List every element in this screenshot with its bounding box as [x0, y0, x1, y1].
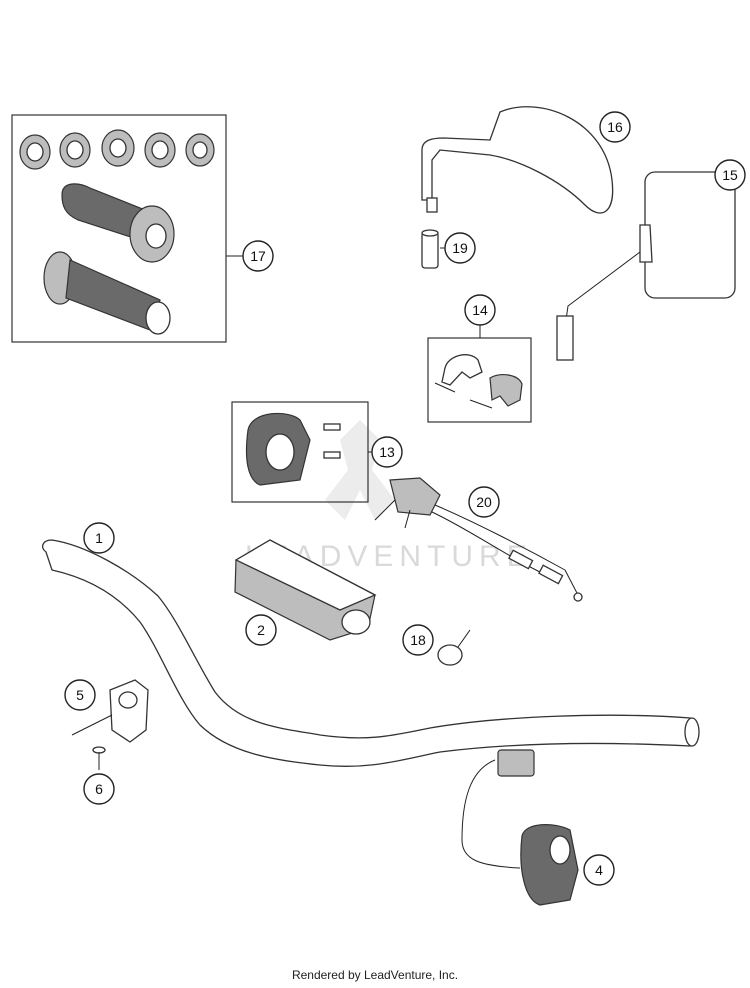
handlebar[interactable] [41, 539, 700, 767]
footer-credit: Rendered by LeadVenture, Inc. [291, 968, 459, 982]
callout-1-label: 1 [95, 530, 103, 546]
cable-tie[interactable] [437, 629, 471, 666]
switch-housing[interactable] [245, 412, 341, 486]
clamp-kit[interactable] [434, 354, 523, 409]
mirror-left[interactable] [421, 106, 614, 214]
callout-17[interactable]: 17 [242, 240, 274, 272]
callout-15-label: 15 [722, 167, 738, 183]
callout-20-label: 20 [476, 494, 492, 510]
grip-kit[interactable] [19, 129, 215, 335]
callout-16-label: 16 [607, 119, 623, 135]
mirror-right[interactable] [556, 171, 736, 361]
callout-19[interactable]: 19 [444, 232, 476, 264]
throttle-cable-assembly[interactable] [374, 477, 583, 602]
clutch-grip [43, 251, 171, 335]
callout-20[interactable]: 20 [468, 486, 500, 518]
callout-2[interactable]: 2 [245, 614, 277, 646]
throttle-cam-set [19, 129, 215, 170]
callout-18-label: 18 [410, 632, 426, 648]
clamp-screw[interactable] [92, 746, 106, 770]
callout-15[interactable]: 15 [714, 159, 746, 191]
callout-5-label: 5 [76, 687, 84, 703]
callout-13[interactable]: 13 [371, 436, 403, 468]
callout-2-label: 2 [257, 622, 265, 638]
callout-1[interactable]: 1 [83, 522, 115, 554]
callout-19-label: 19 [452, 240, 468, 256]
handlebar-switch[interactable] [461, 749, 579, 906]
callout-4[interactable]: 4 [583, 854, 615, 886]
mirror-adapter[interactable] [421, 229, 439, 269]
callout-16[interactable]: 16 [599, 111, 631, 143]
grip-kit-frame [11, 114, 227, 343]
callout-6[interactable]: 6 [83, 773, 115, 805]
handlebar-clamp[interactable] [71, 679, 149, 743]
callout-4-label: 4 [595, 862, 603, 878]
callout-6-label: 6 [95, 781, 103, 797]
callout-17-label: 17 [250, 248, 266, 264]
callout-13-label: 13 [379, 444, 395, 460]
callout-14-label: 14 [472, 302, 488, 318]
handlebar-pad[interactable] [234, 539, 377, 641]
callout-5[interactable]: 5 [64, 679, 96, 711]
callout-14[interactable]: 14 [464, 294, 496, 326]
callout-18[interactable]: 18 [402, 624, 434, 656]
throttle-grip [61, 183, 175, 263]
